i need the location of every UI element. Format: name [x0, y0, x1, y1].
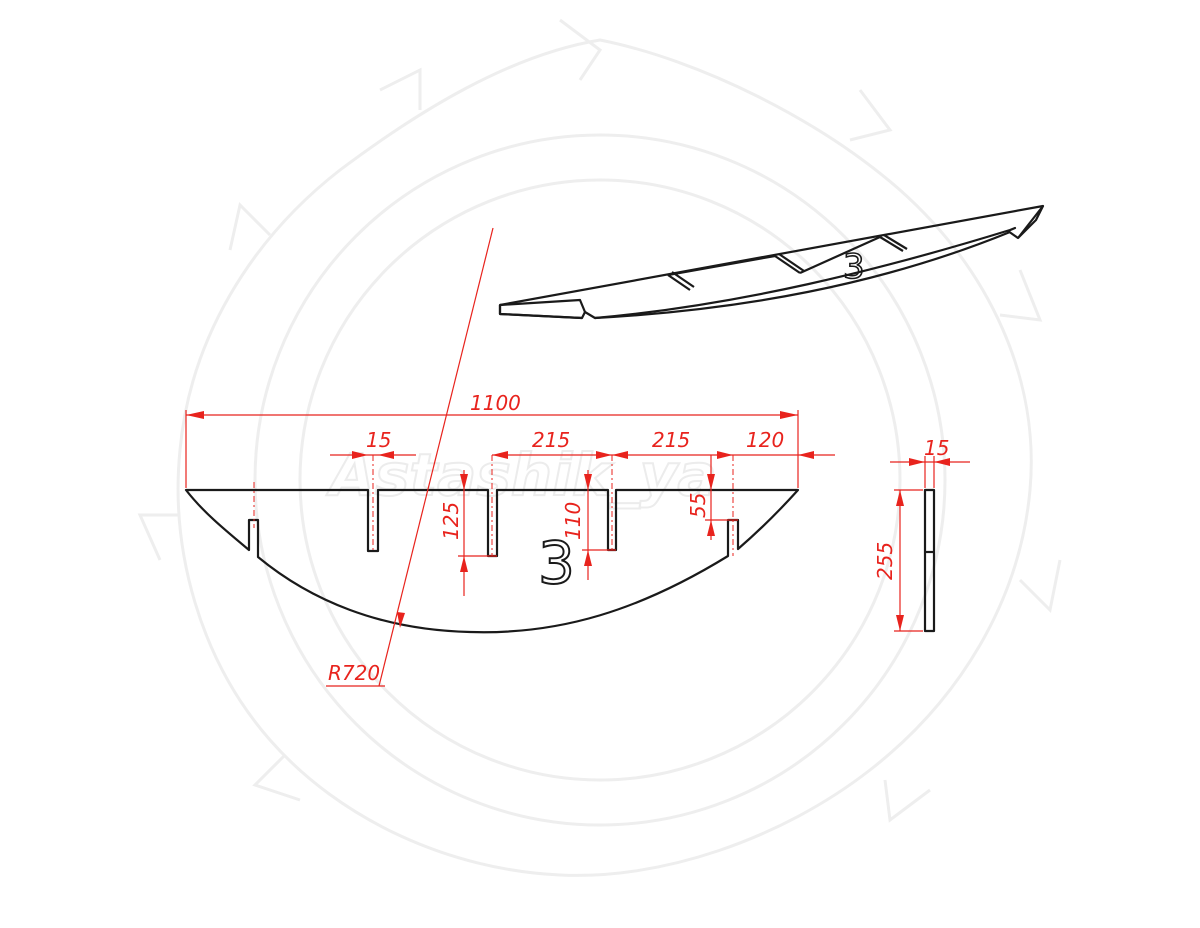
watermark: Astashik_ya: [137, 18, 1062, 877]
iso-part-label: 3: [843, 247, 865, 287]
dim-slot-depth-mid: 110: [561, 502, 585, 540]
dim-slot-width: 15: [366, 428, 391, 452]
part-outline: [184, 488, 800, 634]
dim-slot-depth-short: 55: [686, 493, 710, 518]
isometric-view: 3: [498, 204, 1045, 320]
dim-end-offset: 120: [746, 428, 784, 452]
dim-spacing-2: 215: [652, 428, 690, 452]
dim-overall-length: 1100: [470, 391, 521, 415]
front-view: 3: [184, 455, 800, 634]
side-view: [923, 488, 936, 633]
dim-slot-depth-long: 125: [439, 502, 463, 540]
front-part-label: 3: [538, 529, 575, 597]
dimensions: 1100 15 215 215 120 125 110: [185, 227, 970, 687]
watermark-text: Astashik_ya: [326, 441, 717, 509]
dim-thickness: 15: [924, 436, 949, 460]
dim-height: 255: [873, 542, 897, 580]
dim-spacing-1: 215: [532, 428, 570, 452]
dim-radius: R720: [328, 661, 380, 685]
